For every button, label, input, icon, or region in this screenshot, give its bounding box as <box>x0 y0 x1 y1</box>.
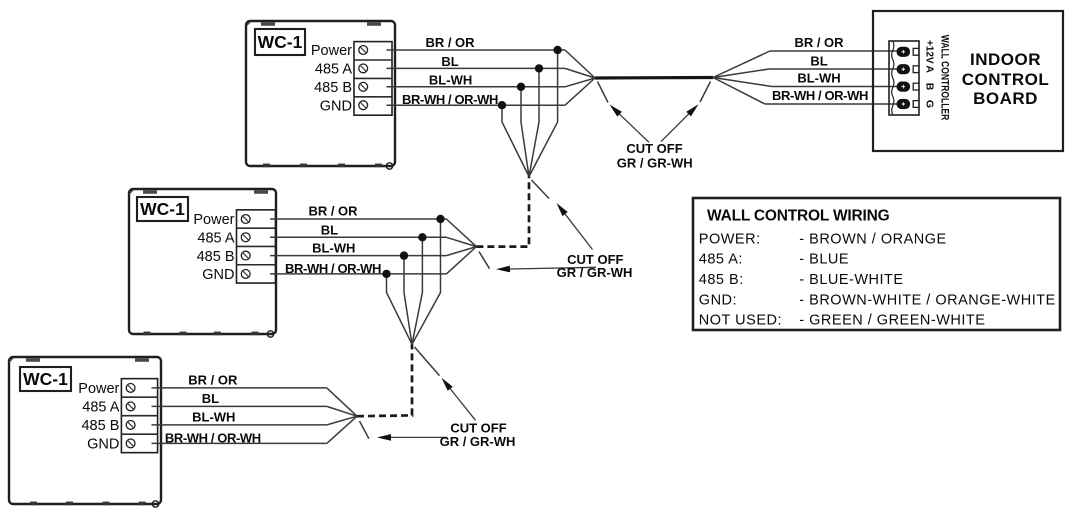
svg-text:WC-1: WC-1 <box>140 199 185 219</box>
svg-text:B: B <box>924 83 936 91</box>
svg-text:BL-WH: BL-WH <box>797 71 840 86</box>
svg-text:BL-WH: BL-WH <box>192 409 235 424</box>
svg-text:G: G <box>924 100 936 108</box>
svg-text:485 A: 485 A <box>82 400 119 416</box>
svg-text:GR / GR-WH: GR / GR-WH <box>557 265 633 280</box>
svg-text:BL: BL <box>321 222 338 237</box>
svg-text:+12V: +12V <box>924 40 935 64</box>
svg-text:GND: GND <box>202 267 234 283</box>
svg-text:485 A: 485 A <box>197 231 234 247</box>
svg-text:POWER:: POWER: <box>699 231 761 247</box>
svg-text:BR-WH / OR-WH: BR-WH / OR-WH <box>165 430 261 445</box>
svg-text:WALL CONTROL WIRING: WALL CONTROL WIRING <box>707 208 890 225</box>
svg-text:485 A:: 485 A: <box>699 252 743 268</box>
svg-text:BR-WH / OR-WH: BR-WH / OR-WH <box>402 92 498 107</box>
svg-text:INDOOR: INDOOR <box>970 50 1041 69</box>
svg-text:485 B: 485 B <box>314 80 352 96</box>
svg-text:BR-WH / OR-WH: BR-WH / OR-WH <box>285 261 381 276</box>
svg-text:CONTROL: CONTROL <box>962 70 1050 89</box>
svg-text:WC-1: WC-1 <box>258 32 303 52</box>
svg-text:CUT OFF: CUT OFF <box>450 420 506 435</box>
svg-text:NOT USED:: NOT USED: <box>699 313 782 329</box>
svg-text:- BROWN-WHITE / ORANGE-WHITE: - BROWN-WHITE / ORANGE-WHITE <box>799 292 1055 308</box>
svg-text:485 B: 485 B <box>81 418 119 434</box>
svg-text:BL-WH: BL-WH <box>429 72 472 87</box>
svg-text:GND: GND <box>320 98 352 114</box>
svg-text:Power: Power <box>193 212 234 228</box>
svg-text:GND:: GND: <box>699 292 737 308</box>
svg-text:485 B: 485 B <box>197 249 235 265</box>
svg-text:- BLUE-WHITE: - BLUE-WHITE <box>799 272 903 288</box>
svg-text:485 B:: 485 B: <box>699 272 744 288</box>
svg-text:GR / GR-WH: GR / GR-WH <box>440 434 516 449</box>
svg-text:BR / OR: BR / OR <box>794 35 844 50</box>
svg-text:Power: Power <box>311 43 352 59</box>
svg-text:BR / OR: BR / OR <box>308 204 358 219</box>
svg-text:BL: BL <box>202 391 219 406</box>
svg-text:BL-WH: BL-WH <box>312 241 355 256</box>
svg-text:BL: BL <box>810 53 827 68</box>
svg-text:A: A <box>924 65 936 73</box>
svg-text:BR-WH / OR-WH: BR-WH / OR-WH <box>772 88 868 103</box>
svg-text:- BLUE: - BLUE <box>799 252 849 268</box>
svg-text:CUT OFF: CUT OFF <box>567 252 623 267</box>
svg-text:WC-1: WC-1 <box>23 369 68 389</box>
svg-text:- BROWN / ORANGE: - BROWN / ORANGE <box>799 231 946 247</box>
svg-text:GND: GND <box>87 437 119 453</box>
svg-text:485 A: 485 A <box>315 62 352 78</box>
svg-text:BL: BL <box>441 54 458 69</box>
svg-text:BR / OR: BR / OR <box>425 35 475 50</box>
svg-text:GR / GR-WH: GR / GR-WH <box>617 156 693 171</box>
svg-text:- GREEN / GREEN-WHITE: - GREEN / GREEN-WHITE <box>799 313 985 329</box>
svg-text:BOARD: BOARD <box>973 89 1038 108</box>
svg-text:CUT OFF: CUT OFF <box>626 141 682 156</box>
svg-text:WALL CONTROLLER: WALL CONTROLLER <box>939 35 951 121</box>
svg-text:BR / OR: BR / OR <box>188 372 238 387</box>
svg-text:Power: Power <box>78 381 119 397</box>
